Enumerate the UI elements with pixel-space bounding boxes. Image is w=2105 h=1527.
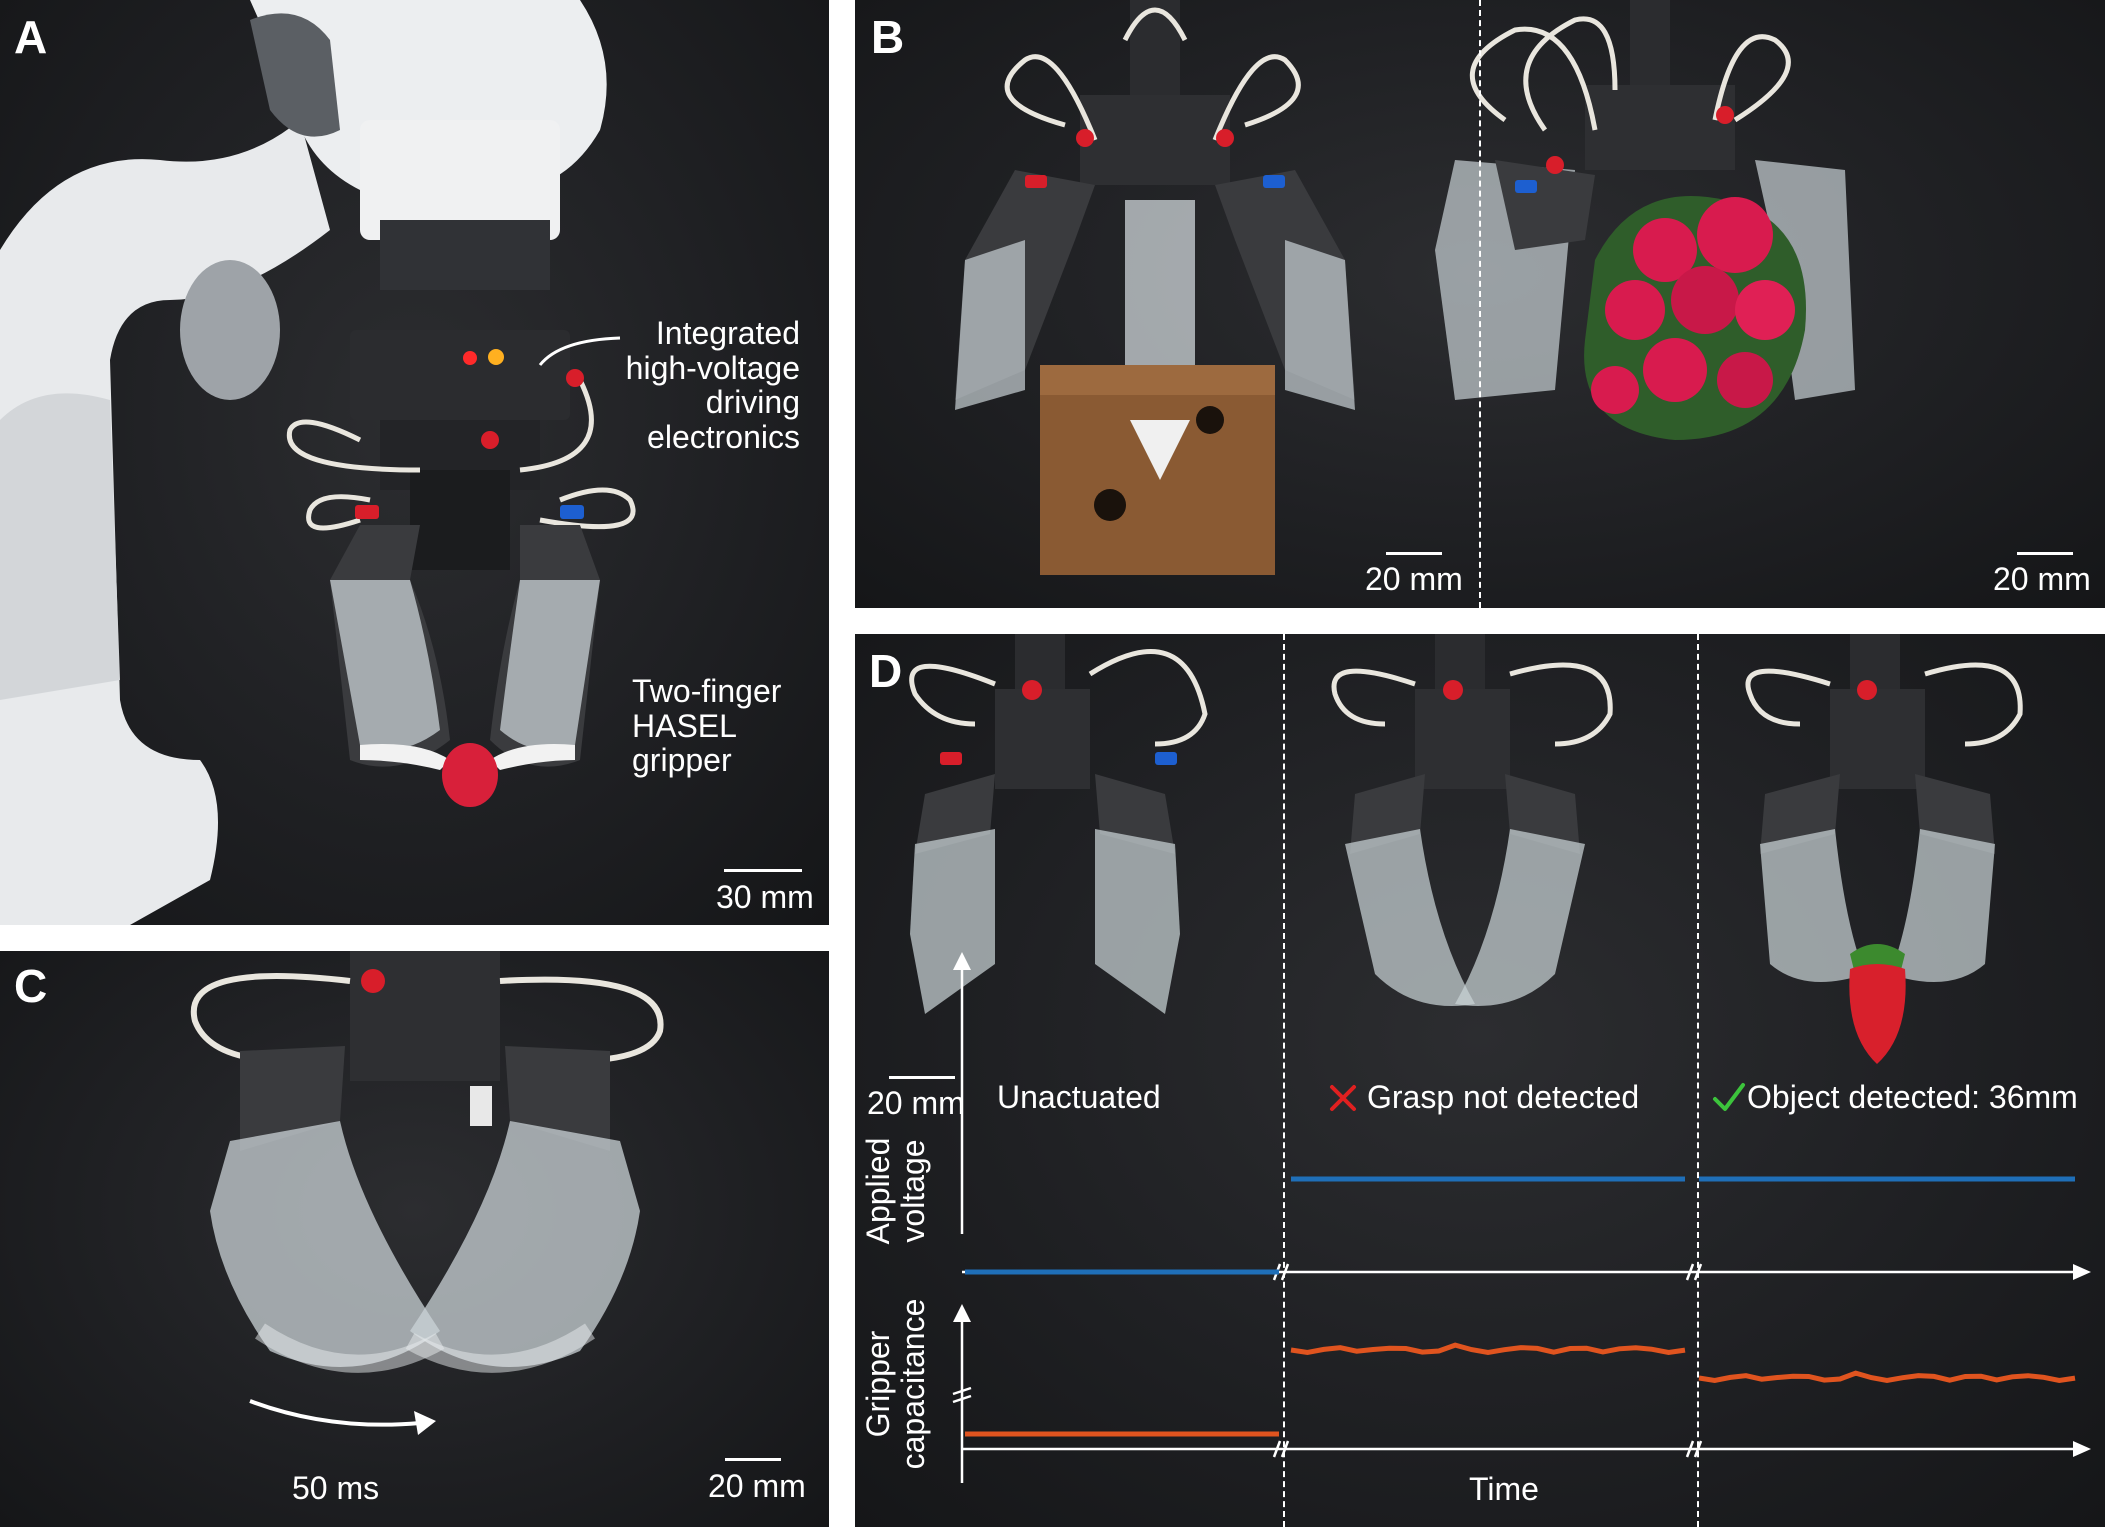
panel-b-divider [1479,0,1481,608]
electronics-annotation-line: Integrated [655,315,800,351]
scale-bar [725,1458,781,1461]
scale-label-right: 20 mm [1993,561,2091,597]
scale-label-left: 20 mm [1365,561,1463,597]
panel-a-label: A [14,11,48,63]
electronics-annotation: Integrated high-voltage driving electron… [620,316,800,454]
plot-lines [965,1176,2076,1437]
cross-icon [1330,1085,1356,1111]
panel-d-divider [1697,634,1699,1527]
scale-bar [2017,552,2073,555]
gripper-annotation-line: gripper [632,742,732,779]
panel-d-divider [1283,634,1285,1527]
scale-bar [724,869,802,872]
panel-c-label: C [14,960,48,1012]
panel-b: B 20 mm 20 mm [855,0,2105,608]
x-axis-label-time: Time [1469,1471,1539,1507]
scale-bar [1386,552,1442,555]
panel-a-illustration [0,0,636,925]
axis-label-line: capacitance [894,1298,931,1470]
panel-d: D 20 mm Unactuated Grasp not detected Ob… [855,634,2105,1527]
electronics-annotation-line: driving [705,384,800,421]
panel-a: A Integrated high-voltage driving electr… [0,0,829,925]
panel-c: C 50 ms 20 mm [0,951,829,1527]
scale-label: 30 mm [716,879,814,915]
motion-time-label: 50 ms [292,1470,380,1506]
scale-label: 20 mm [708,1468,806,1504]
scale-bar [889,1076,955,1079]
axis-label-line: voltage [894,1139,931,1243]
capacitance-trace-detected [1698,1370,2076,1384]
motion-arrow-icon [249,1399,436,1435]
axis-label-line: Gripper [860,1330,896,1438]
panel-c-illustration [190,951,664,1435]
check-icon [1713,1083,1745,1111]
scale-label: 20 mm [867,1085,965,1121]
panel-b-illustration [955,0,1855,575]
gripper-annotation-line: HASEL [632,707,737,744]
panel-d-label: D [869,645,903,697]
state-text: Grasp not detected [1367,1079,1640,1115]
panel-b-label: B [871,11,905,63]
panel-d-illustration [909,634,2091,1483]
plot-axes [952,956,2075,1483]
axis-label-line: Applied [860,1137,896,1245]
gripper-annotation-line: Two-finger [632,673,782,709]
capacitance-trace-not-detected [1290,1342,1686,1356]
electronics-annotation-line: high-voltage [625,349,800,386]
electronics-annotation-line: electronics [647,418,800,455]
gripper-annotation: Two-finger HASEL gripper [632,674,781,778]
state-label-unactuated: Unactuated [997,1079,1161,1115]
state-text: Object detected: 36mm [1747,1079,2078,1115]
